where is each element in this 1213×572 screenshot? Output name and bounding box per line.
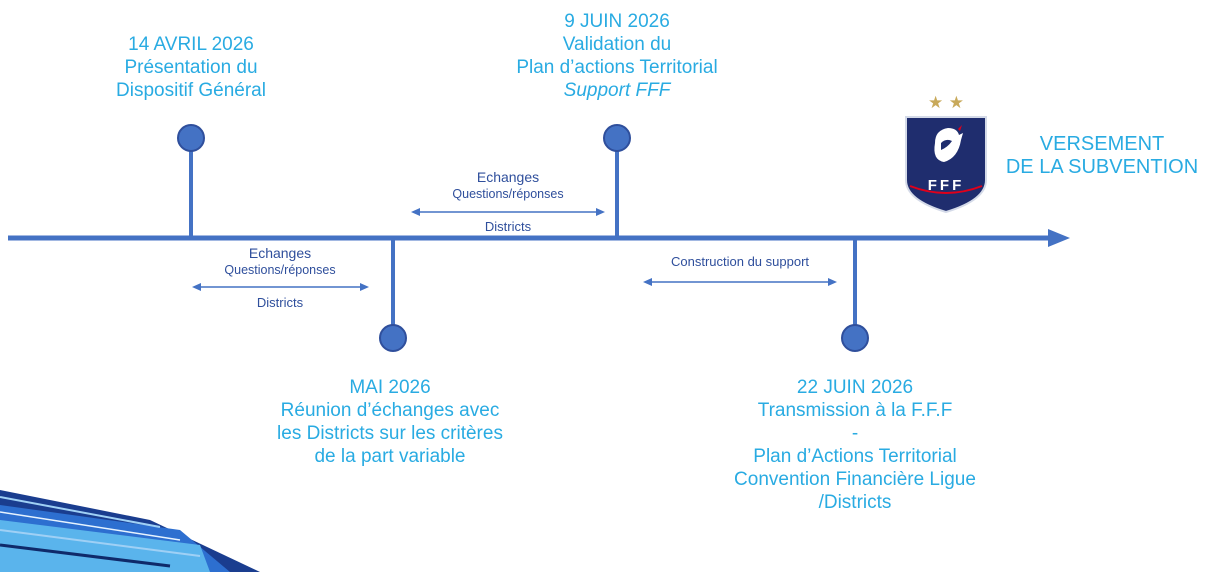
milestone-desc-line: Convention Financière Ligue (734, 469, 976, 490)
logo-shield (905, 116, 987, 214)
milestone-date: 9 JUIN 2026 (564, 11, 670, 32)
final-line: DE LA SUBVENTION (1005, 156, 1199, 178)
milestone-support-note: Support FFF (563, 80, 671, 101)
construction-label: Construction du support (670, 254, 810, 269)
milestone-label-juin9: 9 JUIN 2026 Validation du Plan d’actions… (477, 10, 757, 102)
exchange-title-2: Echanges (476, 169, 540, 185)
exchange-title-1: Echanges (248, 245, 312, 261)
fff-logo: ★ ★ FFF (905, 93, 987, 214)
milestone-desc-line: - (851, 423, 859, 444)
milestone-desc-line: Présentation du (124, 57, 258, 78)
range-arrow-ex1 (192, 283, 369, 291)
milestone-desc-line: Plan d’actions Territorial (516, 57, 718, 78)
milestone-dot-avril (177, 124, 205, 152)
milestone-desc-line: Dispositif Général (116, 80, 266, 101)
timeline-arrowhead (1048, 229, 1070, 247)
logo-stars: ★ ★ (928, 93, 964, 113)
milestone-dot-juin9 (603, 124, 631, 152)
range-arrow-construction (643, 278, 837, 286)
exchange-who-2: Districts (484, 219, 532, 234)
milestone-label-avril: 14 AVRIL 2026 Présentation du Dispositif… (91, 33, 291, 102)
milestone-dot-mai (379, 324, 407, 352)
fff-rooster-crest-icon (934, 125, 963, 162)
logo-text: FFF (928, 177, 965, 194)
milestone-date: MAI 2026 (349, 377, 431, 398)
exchange-subtitle-1: Questions/réponses (224, 263, 336, 277)
milestone-dot-juin22 (841, 324, 869, 352)
milestone-label-mai: MAI 2026 Réunion d’échanges avec les Dis… (235, 376, 545, 468)
milestone-desc-line: Validation du (562, 34, 672, 55)
milestone-date: 22 JUIN 2026 (796, 377, 914, 398)
milestone-desc-line: /Districts (818, 492, 892, 513)
milestone-desc-line: Transmission à la F.F.F (757, 400, 953, 421)
decorative-stripes (0, 490, 260, 572)
milestone-desc-line: Plan d’Actions Territorial (753, 446, 957, 467)
exchange-subtitle-2: Questions/réponses (452, 187, 564, 201)
milestone-desc-line: de la part variable (314, 446, 466, 467)
final-line: VERSEMENT (1039, 133, 1165, 155)
milestone-date: 14 AVRIL 2026 (128, 34, 254, 55)
milestone-label-juin22: 22 JUIN 2026 Transmission à la F.F.F - P… (715, 376, 995, 514)
milestone-desc-line: les Districts sur les critères (277, 423, 503, 444)
final-label: VERSEMENT DE LA SUBVENTION (1000, 133, 1204, 179)
milestone-desc-line: Réunion d’échanges avec (280, 400, 500, 421)
exchange-who-1: Districts (256, 295, 304, 310)
range-arrow-ex2 (411, 208, 605, 216)
